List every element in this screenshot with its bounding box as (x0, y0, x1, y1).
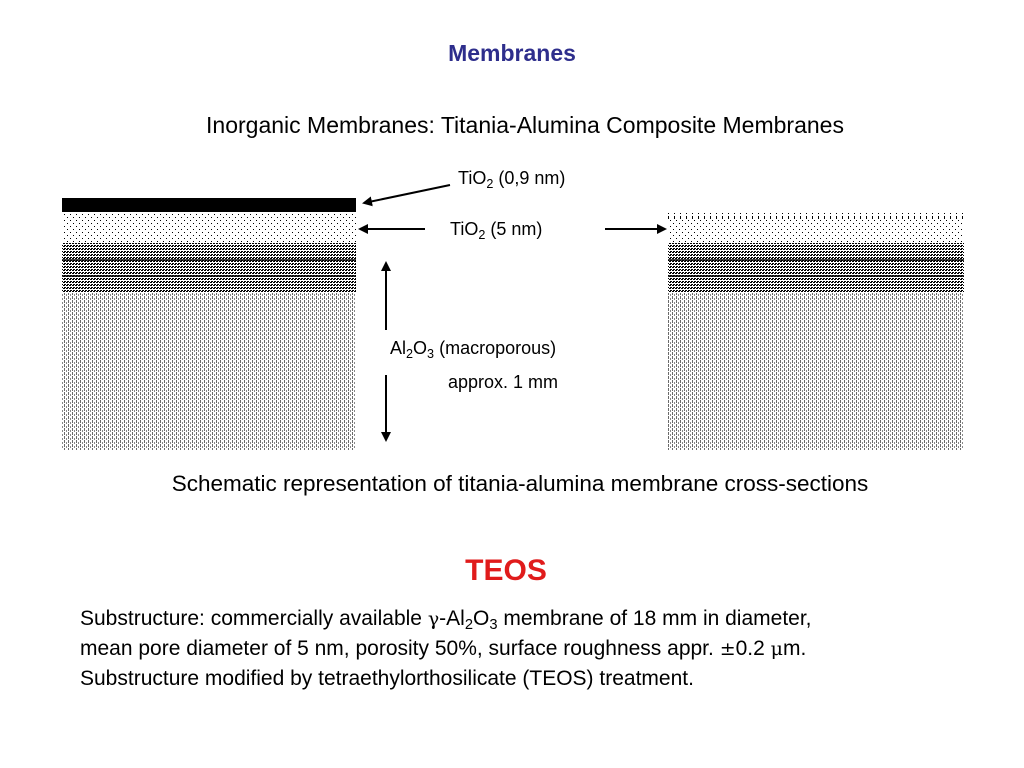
right-al2o3-substrate (668, 293, 964, 450)
label-tio2-5nm: TiO2 (5 nm) (450, 219, 543, 242)
label-al2o3: Al2O3 (macroporous) (390, 338, 557, 361)
micro-symbol: μ (770, 638, 783, 660)
label-al2o3-thickness: approx. 1 mm (448, 372, 559, 392)
left-tio2-5nm-layer (62, 213, 356, 243)
teos-line-3: Substructure modified by tetraethylortho… (80, 667, 694, 690)
teos-line-1: Substructure: commercially available γ-A… (80, 607, 812, 633)
plus-minus-symbol: ± (719, 638, 736, 660)
left-al2o3-substrate (62, 293, 356, 450)
gamma-symbol: γ (427, 608, 440, 630)
left-membrane-section (62, 198, 356, 450)
right-membrane-section (668, 213, 964, 450)
right-tio2-5nm-layer (668, 219, 964, 243)
section-heading-teos: TEOS (465, 554, 547, 587)
arrow-tio2-thin (362, 184, 451, 207)
left-dense-layer (62, 243, 356, 293)
left-tio2-thin-layer (62, 198, 356, 212)
right-dense-layer (668, 243, 964, 293)
teos-line-2: mean pore diameter of 5 nm, porosity 50%… (80, 637, 807, 660)
page-title: Membranes (448, 40, 576, 66)
diagram-caption: Schematic representation of titania-alum… (171, 471, 869, 496)
teos-description: Substructure: commercially available γ-A… (80, 604, 1000, 693)
label-tio2-thin: TiO2 (0,9 nm) (458, 168, 566, 191)
right-top-ticks (668, 213, 964, 219)
page-subtitle: Inorganic Membranes: Titania-Alumina Com… (206, 112, 844, 138)
